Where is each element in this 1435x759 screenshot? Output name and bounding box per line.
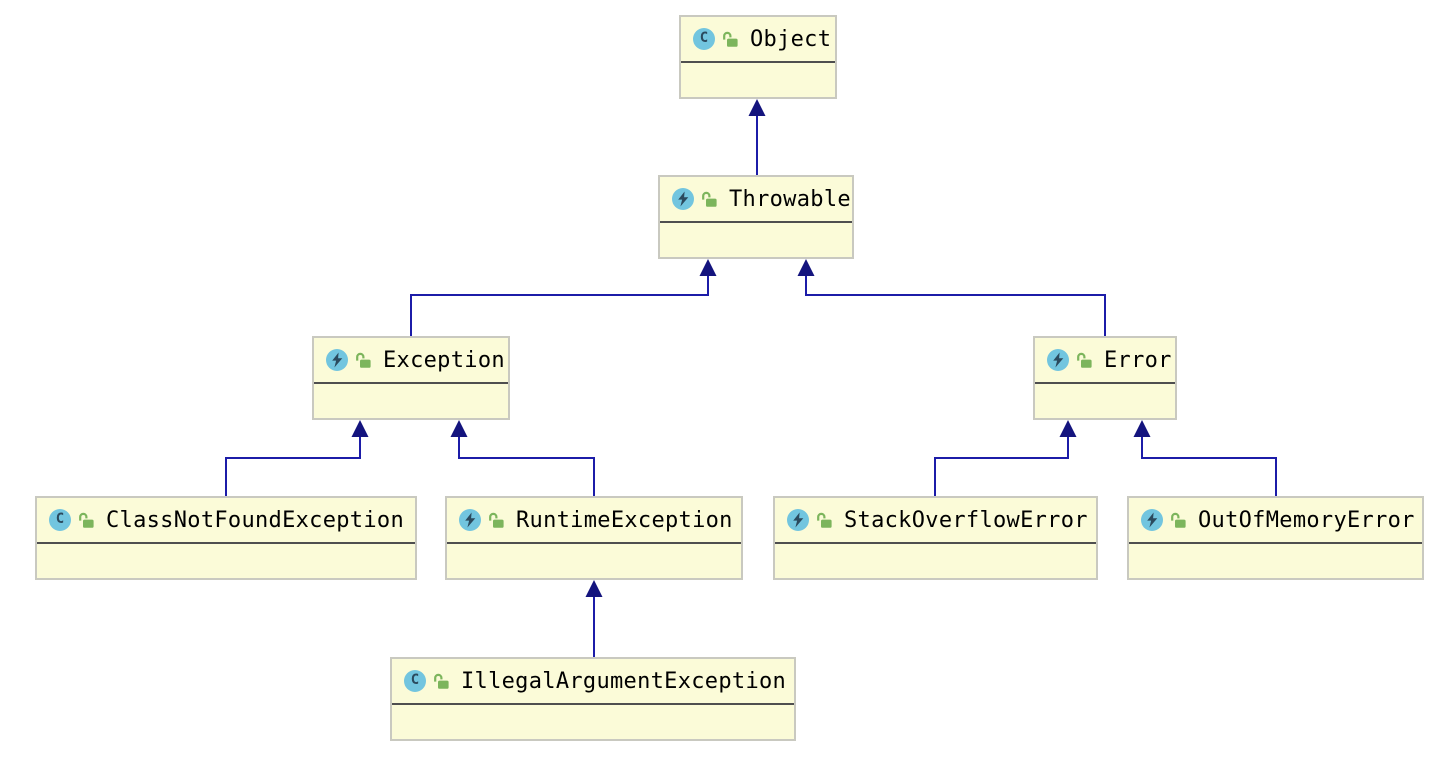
class-node-out-of-memory-error[interactable]: OutOfMemoryError xyxy=(1127,496,1424,580)
unlocked-padlock-icon xyxy=(354,351,372,369)
class-name-label: StackOverflowError xyxy=(844,507,1088,533)
edge-line xyxy=(934,434,1069,496)
edge-line xyxy=(805,273,1106,336)
inheritance-edge-exception-extends-throwable[interactable] xyxy=(410,259,717,336)
class-icon-letter: C xyxy=(699,30,709,46)
class-icon: C xyxy=(693,28,715,50)
inheritance-arrowhead xyxy=(351,420,369,437)
class-name-label: Object xyxy=(750,26,832,52)
inheritance-edge-classnotfoundexception-extends-exception[interactable] xyxy=(225,420,369,496)
inheritance-arrowhead xyxy=(450,420,468,437)
class-node-fields-section xyxy=(314,384,508,418)
inheritance-edge-outofmemoryerror-extends-error[interactable] xyxy=(1133,420,1277,496)
class-node-header: Throwable xyxy=(660,177,852,223)
class-node-header: OutOfMemoryError xyxy=(1129,498,1422,544)
edge-line xyxy=(1141,434,1277,496)
exception-class-icon xyxy=(326,349,348,371)
inheritance-edge-runtimeexception-extends-exception[interactable] xyxy=(450,420,595,496)
class-name-label: Exception xyxy=(383,347,505,373)
unlocked-padlock-icon xyxy=(815,511,833,529)
class-node-fields-section xyxy=(775,544,1096,578)
class-node-class-not-found-exception[interactable]: C ClassNotFoundException xyxy=(35,496,417,580)
inheritance-arrowhead xyxy=(699,259,717,276)
class-node-error[interactable]: Error xyxy=(1033,336,1177,420)
class-node-header: Exception xyxy=(314,338,508,384)
class-node-header: C Object xyxy=(681,17,835,63)
exception-class-icon xyxy=(672,188,694,210)
class-node-illegal-argument-exception[interactable]: C IllegalArgumentException xyxy=(390,657,796,741)
exception-class-icon xyxy=(787,509,809,531)
class-node-object[interactable]: C Object xyxy=(679,15,837,99)
exception-class-icon xyxy=(1047,349,1069,371)
inheritance-edge-stackoverflowerror-extends-error[interactable] xyxy=(934,420,1077,496)
inheritance-edge-error-extends-throwable[interactable] xyxy=(797,259,1106,336)
exception-class-icon xyxy=(459,509,481,531)
unlocked-padlock-icon xyxy=(700,190,718,208)
unlocked-padlock-icon xyxy=(77,511,95,529)
edge-line xyxy=(225,434,361,496)
class-node-fields-section xyxy=(1129,544,1422,578)
class-node-exception[interactable]: Exception xyxy=(312,336,510,420)
inheritance-arrowhead xyxy=(1133,420,1151,437)
unlocked-padlock-icon xyxy=(432,672,450,690)
class-name-label: ClassNotFoundException xyxy=(106,507,404,533)
class-icon: C xyxy=(404,670,426,692)
class-node-stack-overflow-error[interactable]: StackOverflowError xyxy=(773,496,1098,580)
inheritance-arrowhead xyxy=(748,99,766,116)
unlocked-padlock-icon xyxy=(721,30,739,48)
class-node-fields-section xyxy=(37,544,415,578)
inheritance-edge-illegalargumentexception-extends-runtimeexception[interactable] xyxy=(585,580,603,657)
class-name-label: OutOfMemoryError xyxy=(1198,507,1415,533)
inheritance-arrowhead xyxy=(1059,420,1077,437)
class-node-runtime-exception[interactable]: RuntimeException xyxy=(445,496,743,580)
unlocked-padlock-icon xyxy=(487,511,505,529)
class-node-header: C ClassNotFoundException xyxy=(37,498,415,544)
class-node-throwable[interactable]: Throwable xyxy=(658,175,854,259)
inheritance-arrowhead xyxy=(797,259,815,276)
edge-line xyxy=(410,273,709,336)
class-name-label: Error xyxy=(1104,347,1172,373)
class-node-fields-section xyxy=(1035,384,1175,418)
class-node-fields-section xyxy=(681,63,835,97)
edge-line xyxy=(458,434,595,496)
class-name-label: IllegalArgumentException xyxy=(461,668,787,694)
class-node-header: Error xyxy=(1035,338,1175,384)
class-node-fields-section xyxy=(392,705,794,739)
class-name-label: Throwable xyxy=(729,186,851,212)
class-node-fields-section xyxy=(447,544,741,578)
class-node-header: RuntimeException xyxy=(447,498,741,544)
class-icon-letter: C xyxy=(55,511,65,527)
unlocked-padlock-icon xyxy=(1169,511,1187,529)
class-icon-letter: C xyxy=(410,672,420,688)
class-icon: C xyxy=(49,509,71,531)
class-name-label: RuntimeException xyxy=(516,507,733,533)
class-node-fields-section xyxy=(660,223,852,257)
class-node-header: C IllegalArgumentException xyxy=(392,659,794,705)
class-node-header: StackOverflowError xyxy=(775,498,1096,544)
inheritance-arrowhead xyxy=(585,580,603,597)
exception-class-icon xyxy=(1141,509,1163,531)
unlocked-padlock-icon xyxy=(1075,351,1093,369)
inheritance-edge-throwable-extends-object[interactable] xyxy=(748,99,766,175)
